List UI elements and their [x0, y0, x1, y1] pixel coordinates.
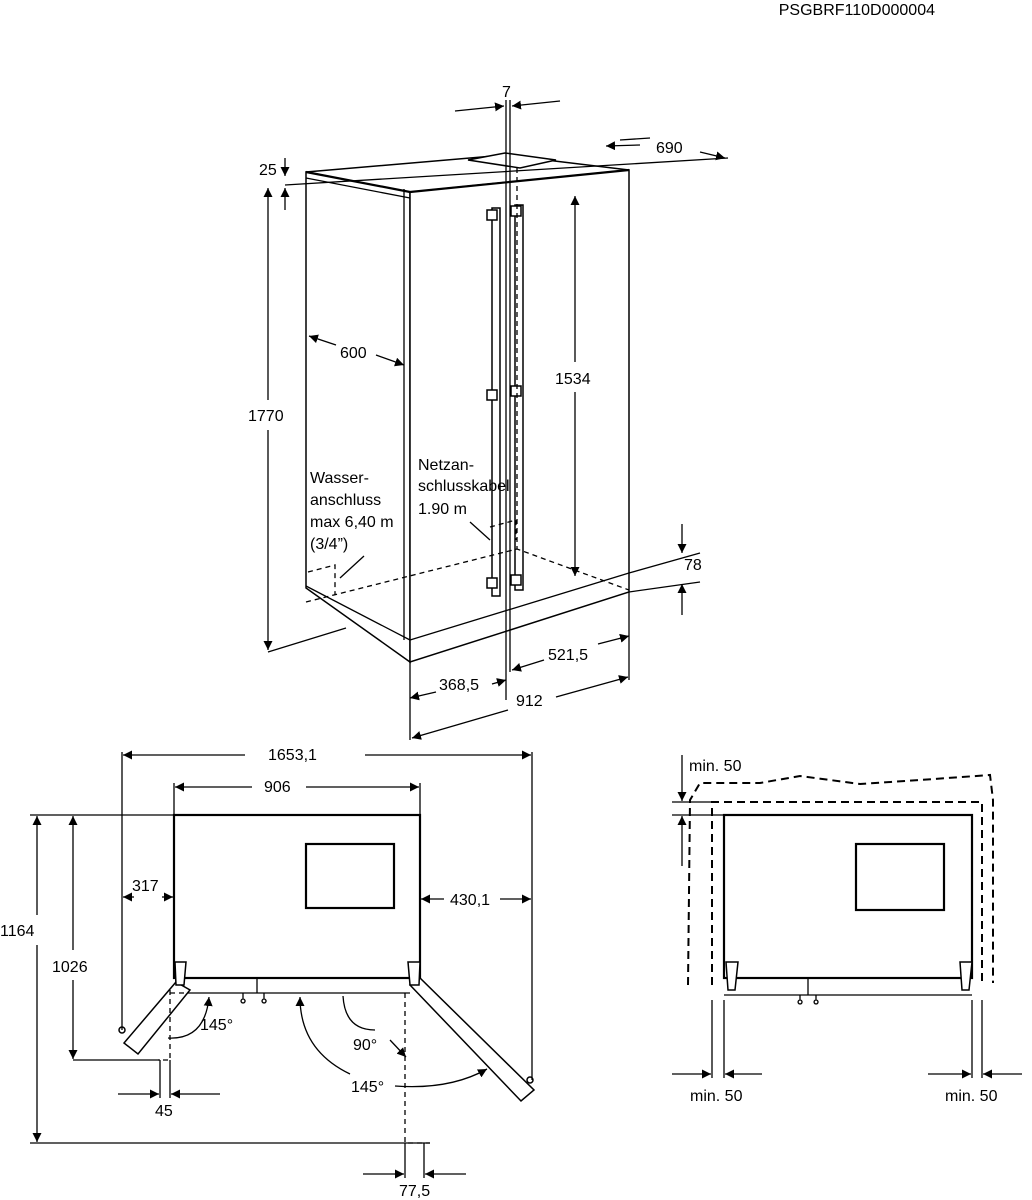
dim-right-door: 521,5 [548, 647, 588, 664]
top-clearance: min. 50 [689, 758, 742, 775]
water-connection-label: Wasser- anschluss max 6,40 m (3/4”) [310, 470, 394, 579]
angle-right-90: 90° [353, 1037, 377, 1054]
right-handle [514, 204, 524, 591]
water-label-line-4: (3/4”) [310, 536, 348, 553]
dim-depth-total: 690 [656, 140, 683, 157]
right-clearance: min. 50 [945, 1088, 998, 1105]
dim-top-offset: 25 [259, 162, 277, 179]
cable-label-line-3: 1.90 m [418, 501, 467, 518]
dim-right-swing: 430,1 [450, 892, 490, 909]
power-cable-label: Netzan- schlusskabel 1.90 m [418, 457, 510, 541]
plan-view: 1653,1 906 1164 1026 317 430,1 145° 90° [0, 747, 536, 1200]
plan-display [304, 842, 396, 910]
dim-right-offset: 77,5 [399, 1183, 430, 1200]
dim-height: 1770 [248, 408, 284, 425]
left-clearance: min. 50 [690, 1088, 743, 1105]
left-handle [491, 207, 501, 597]
dim-left-offset: 45 [155, 1103, 173, 1120]
dim-total-width: 1653,1 [268, 747, 317, 764]
dim-depth: 600 [340, 345, 367, 362]
dim-cabinet-width: 906 [264, 779, 291, 796]
dim-gap: 7 [502, 84, 511, 101]
iso-cabinet [305, 100, 630, 668]
plan-left-door [118, 961, 192, 1056]
dim-width: 912 [516, 693, 543, 710]
cable-label-line-1: Netzan- [418, 457, 474, 474]
dim-total-depth: 1164 [0, 923, 35, 940]
cable-label-line-2: schlusskabel [418, 478, 510, 495]
dim-left-door: 368,5 [439, 677, 479, 694]
water-label-line-1: Wasser- [310, 470, 369, 487]
water-label-line-3: max 6,40 m [310, 514, 394, 531]
dim-left-swing: 317 [132, 878, 159, 895]
dim-handle: 1534 [555, 371, 591, 388]
dim-depth-open: 1026 [52, 959, 88, 976]
document-id: PSGBRF110D000004 [779, 2, 935, 19]
plan-right-door [407, 961, 536, 1103]
clearance-display [854, 842, 946, 912]
iso-side-face [305, 171, 411, 664]
plan-cabinet [172, 813, 422, 980]
iso-view: 7 690 25 1770 600 1534 78 Wasser- [248, 84, 729, 740]
angle-left: 145° [200, 1017, 233, 1034]
clearance-view: min. 50 min. 50 min. 50 [672, 755, 1022, 1105]
iso-top-plate [467, 152, 557, 169]
angle-right-145: 145° [351, 1079, 384, 1096]
clearance-cabinet [722, 813, 974, 980]
dim-base: 78 [684, 557, 702, 574]
water-label-line-2: anschluss [310, 492, 381, 509]
